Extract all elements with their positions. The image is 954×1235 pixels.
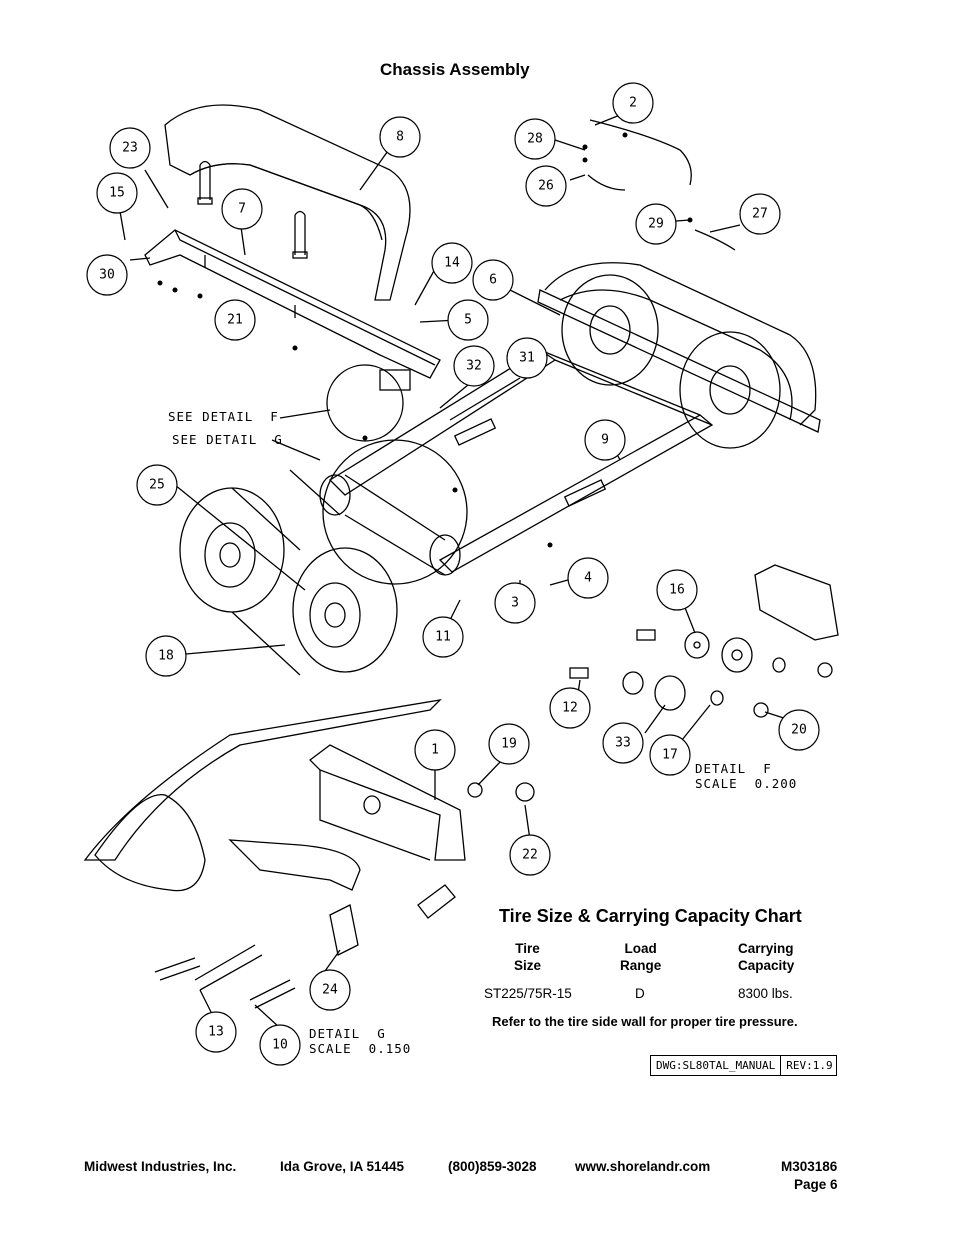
balloon-26	[525, 165, 567, 207]
balloon-20	[778, 709, 820, 751]
drawing-number-block: DWG:SL80TAL_MANUAL REV:1.9	[650, 1055, 837, 1076]
balloon-11	[422, 616, 464, 658]
balloon-32	[453, 345, 495, 387]
detail-f-scale: SCALE 0.200	[695, 776, 798, 791]
svg-text:21: 21	[227, 313, 243, 328]
svg-text:20: 20	[791, 723, 807, 738]
balloon-24	[309, 969, 351, 1011]
footer-website: www.shorelandr.com	[575, 1159, 711, 1174]
detail-g-title: DETAIL G	[309, 1026, 386, 1041]
footer-doc-number: M303186	[781, 1159, 838, 1174]
balloon-7	[221, 188, 263, 230]
svg-text:1: 1	[431, 743, 439, 758]
svg-text:16: 16	[669, 583, 685, 598]
balloon-group	[86, 82, 820, 1066]
svg-text:12: 12	[562, 701, 578, 716]
svg-text:18: 18	[158, 649, 174, 664]
svg-text:11: 11	[435, 630, 451, 645]
svg-text:13: 13	[208, 1025, 224, 1040]
balloon-23	[109, 127, 151, 169]
svg-text:15: 15	[109, 186, 125, 201]
cell-capacity: 8300 lbs.	[738, 986, 793, 1001]
balloon-30	[86, 254, 128, 296]
balloon-2	[612, 82, 654, 124]
svg-text:24: 24	[322, 983, 338, 998]
svg-text:2: 2	[629, 96, 637, 111]
balloon-19	[488, 723, 530, 765]
svg-text:14: 14	[444, 256, 460, 271]
svg-text:25: 25	[149, 478, 165, 493]
svg-text:29: 29	[648, 217, 664, 232]
see-detail-f-label: SEE DETAIL F	[168, 409, 279, 424]
balloon-28	[514, 118, 556, 160]
cell-tire-size: ST225/75R-15	[484, 986, 572, 1001]
svg-text:22: 22	[522, 848, 538, 863]
balloon-22	[509, 834, 551, 876]
svg-text:31: 31	[519, 351, 535, 366]
header-carrying-capacity: Carrying Capacity	[738, 941, 795, 973]
svg-text:8: 8	[396, 130, 404, 145]
header-load-range: Load Range	[620, 941, 662, 973]
detail-f-title: DETAIL F	[695, 761, 772, 776]
footer-page-number: Page 6	[794, 1177, 838, 1192]
balloon-31	[506, 337, 548, 379]
page-title: Chassis Assembly	[380, 60, 530, 79]
balloon-29	[635, 203, 677, 245]
balloon-12	[549, 687, 591, 729]
svg-text:26: 26	[538, 179, 554, 194]
dwg-number: DWG:SL80TAL_MANUAL	[656, 1059, 776, 1072]
svg-text:19: 19	[501, 737, 517, 752]
balloon-18	[145, 635, 187, 677]
svg-text:32: 32	[466, 359, 482, 374]
svg-text:28: 28	[527, 132, 543, 147]
balloon-1	[414, 729, 456, 771]
balloon-labels: 1 2 3 4 5 6 7 8 9 10 11 12 13 14 15 16 1…	[99, 96, 807, 1053]
svg-text:33: 33	[615, 736, 631, 751]
detail-g-scale: SCALE 0.150	[309, 1041, 412, 1056]
svg-text:30: 30	[99, 268, 115, 283]
balloon-16	[656, 569, 698, 611]
balloon-17	[649, 734, 691, 776]
footer-city: Ida Grove, IA 51445	[280, 1159, 405, 1174]
svg-text:6: 6	[489, 273, 497, 288]
balloon-4	[567, 557, 609, 599]
svg-text:9: 9	[601, 433, 609, 448]
balloon-13	[195, 1011, 237, 1053]
balloon-6	[472, 259, 514, 301]
balloon-3	[494, 582, 536, 624]
balloon-33	[602, 722, 644, 764]
revision: REV:1.9	[780, 1056, 837, 1075]
balloon-8	[379, 116, 421, 158]
tire-chart-title: Tire Size & Carrying Capacity Chart	[499, 906, 802, 926]
svg-text:3: 3	[511, 596, 519, 611]
balloon-9	[584, 419, 626, 461]
tire-pressure-note: Refer to the tire side wall for proper t…	[492, 1014, 798, 1029]
balloon-21	[214, 299, 256, 341]
balloon-5	[447, 299, 489, 341]
header-tire-size: Tire Size	[514, 941, 542, 973]
svg-text:23: 23	[122, 141, 138, 156]
svg-text:10: 10	[272, 1038, 288, 1053]
footer-phone: (800)859-3028	[448, 1159, 537, 1174]
svg-text:5: 5	[464, 313, 472, 328]
cell-load-range: D	[635, 986, 645, 1001]
see-detail-g-label: SEE DETAIL G	[172, 432, 283, 447]
balloon-27	[739, 193, 781, 235]
svg-text:4: 4	[584, 571, 592, 586]
svg-text:7: 7	[238, 202, 246, 217]
svg-text:17: 17	[662, 748, 678, 763]
balloon-14	[431, 242, 473, 284]
balloon-15	[96, 172, 138, 214]
svg-text:27: 27	[752, 207, 768, 222]
balloon-25	[136, 464, 178, 506]
balloon-10	[259, 1024, 301, 1066]
footer-company: Midwest Industries, Inc.	[84, 1159, 237, 1174]
